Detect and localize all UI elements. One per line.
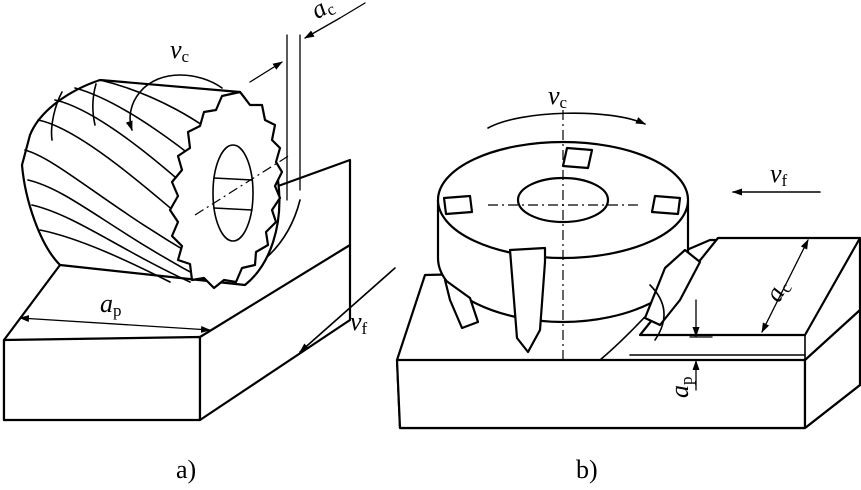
face-mill-cutter bbox=[436, 140, 702, 354]
svg-text:ap: ap bbox=[100, 289, 122, 320]
vc-arrow-a bbox=[125, 74, 223, 131]
ap-dimension-b: ap bbox=[665, 299, 713, 399]
vf-arrow-a: vf bbox=[299, 267, 396, 353]
svg-text:ap: ap bbox=[665, 377, 696, 399]
svg-text:vf: vf bbox=[770, 159, 788, 190]
svg-text:vf: vf bbox=[350, 307, 368, 338]
svg-text:ac: ac bbox=[306, 0, 340, 26]
vc-arrow-b bbox=[487, 112, 646, 129]
caption-b: b) bbox=[576, 455, 598, 484]
vf-arrow-b: vf bbox=[732, 159, 821, 196]
vc-label-a: vc bbox=[170, 35, 190, 66]
figure-b: vc vf ac ap b) bbox=[395, 81, 861, 484]
ap-dimension-a: ap bbox=[19, 289, 211, 333]
vc-label-b: vc bbox=[548, 81, 568, 112]
helical-cutter bbox=[20, 78, 284, 290]
figure-a: vc ac ap vf a) bbox=[2, 0, 396, 484]
caption-a: a) bbox=[176, 455, 196, 484]
